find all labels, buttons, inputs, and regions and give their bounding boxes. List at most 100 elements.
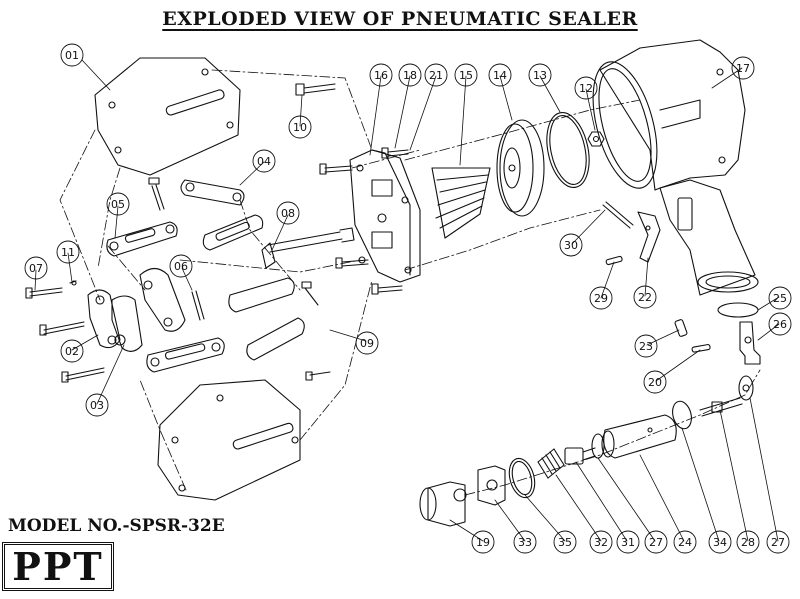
svg-text:08: 08 — [281, 207, 295, 220]
callout-bubbles: 01 04 05 06 07 08 09 10 11 02 03 16 18 2… — [24, 43, 792, 554]
svg-text:05: 05 — [111, 198, 125, 211]
svg-text:24: 24 — [678, 536, 692, 549]
linkage-arm-05 — [106, 221, 178, 257]
callout-21: 21 — [424, 63, 448, 87]
svg-text:02: 02 — [65, 345, 79, 358]
callout-09: 09 — [355, 331, 379, 355]
callout-17: 17 — [731, 56, 755, 80]
front-housing-16 — [349, 149, 421, 283]
svg-text:32: 32 — [594, 536, 608, 549]
svg-text:25: 25 — [773, 292, 787, 305]
callout-02: 02 — [60, 339, 84, 363]
brand-logo: PPT — [2, 542, 114, 591]
valve-body-24 — [601, 414, 677, 459]
svg-text:23: 23 — [639, 340, 653, 353]
jaw-plate-03 — [111, 295, 143, 352]
callout-18: 18 — [398, 63, 422, 87]
callout-12: 12 — [574, 76, 598, 100]
callout-31: 31 — [616, 530, 640, 554]
callout-34: 34 — [708, 530, 732, 554]
callout-28: 28 — [736, 530, 760, 554]
svg-text:10: 10 — [293, 121, 307, 134]
linkage-arm-08 — [202, 214, 264, 251]
svg-text:16: 16 — [374, 69, 388, 82]
callout-04: 04 — [252, 149, 276, 173]
assembly-center-lines — [59, 69, 761, 496]
callout-20: 20 — [643, 370, 667, 394]
callout-15: 15 — [454, 63, 478, 87]
svg-text:34: 34 — [713, 536, 727, 549]
callout-10: 10 — [288, 115, 312, 139]
callout-25-upper: 25 — [768, 286, 792, 310]
end-cap-19 — [419, 481, 467, 527]
callout-06: 06 — [169, 254, 193, 278]
callout-leaders — [34, 59, 780, 542]
callout-24: 24 — [673, 530, 697, 554]
svg-text:31: 31 — [621, 536, 635, 549]
jaw-plate-center — [139, 267, 186, 332]
o-ring-34 — [672, 400, 692, 430]
callout-35: 35 — [553, 530, 577, 554]
callout-27-b: 27 — [766, 530, 790, 554]
svg-text:28: 28 — [741, 536, 755, 549]
conical-spring-15 — [431, 167, 491, 239]
callout-07: 07 — [24, 256, 48, 280]
svg-text:04: 04 — [257, 155, 271, 168]
callout-23: 23 — [634, 334, 658, 358]
svg-text:20: 20 — [648, 376, 662, 389]
callout-01: 01 — [60, 43, 84, 67]
svg-text:09: 09 — [360, 337, 374, 350]
svg-text:18: 18 — [403, 69, 417, 82]
svg-text:14: 14 — [493, 69, 507, 82]
o-ring-13 — [546, 112, 590, 188]
svg-text:03: 03 — [90, 399, 104, 412]
callout-30: 30 — [559, 233, 583, 257]
svg-text:07: 07 — [29, 262, 43, 275]
trigger-parts — [602, 201, 711, 353]
drive-rod — [261, 227, 355, 269]
svg-text:35: 35 — [558, 536, 572, 549]
piston-14 — [496, 119, 545, 217]
callout-27-a: 27 — [644, 530, 668, 554]
svg-text:01: 01 — [65, 49, 79, 62]
callout-22: 22 — [633, 285, 657, 309]
callout-05: 05 — [106, 192, 130, 216]
svg-text:12: 12 — [579, 82, 593, 95]
svg-text:33: 33 — [518, 536, 532, 549]
callout-32: 32 — [589, 530, 613, 554]
nut-12 — [587, 131, 605, 147]
valve-stem-31 — [564, 447, 596, 465]
main-body-17 — [592, 39, 759, 296]
svg-text:15: 15 — [459, 69, 473, 82]
svg-text:22: 22 — [638, 291, 652, 304]
valve-parts-25-26 — [717, 302, 761, 365]
top-cover-plate — [94, 57, 241, 176]
svg-text:17: 17 — [736, 62, 750, 75]
callout-16: 16 — [369, 63, 393, 87]
svg-text:21: 21 — [429, 69, 443, 82]
callout-11: 11 — [56, 240, 80, 264]
svg-text:27: 27 — [649, 536, 663, 549]
model-number: MODEL NO.-SPSR-32E — [8, 516, 225, 536]
callout-29: 29 — [589, 286, 613, 310]
bottom-cover-plate — [157, 379, 301, 501]
callout-33: 33 — [513, 530, 537, 554]
svg-text:26: 26 — [773, 318, 787, 331]
linkage-arm-04 — [180, 179, 245, 206]
callout-08: 08 — [276, 201, 300, 225]
callout-14: 14 — [488, 63, 512, 87]
callout-03: 03 — [85, 393, 109, 417]
svg-text:11: 11 — [61, 246, 75, 259]
callout-19: 19 — [471, 530, 495, 554]
o-ring-35 — [508, 457, 536, 499]
svg-text:29: 29 — [594, 292, 608, 305]
svg-text:19: 19 — [476, 536, 490, 549]
page-title: EXPLODED VIEW OF PNEUMATIC SEALER — [162, 8, 638, 30]
bushing-33 — [477, 465, 506, 506]
svg-text:27: 27 — [771, 536, 785, 549]
callout-13: 13 — [528, 63, 552, 87]
callout-26: 26 — [768, 312, 792, 336]
linkage-arm-lower — [146, 277, 305, 373]
